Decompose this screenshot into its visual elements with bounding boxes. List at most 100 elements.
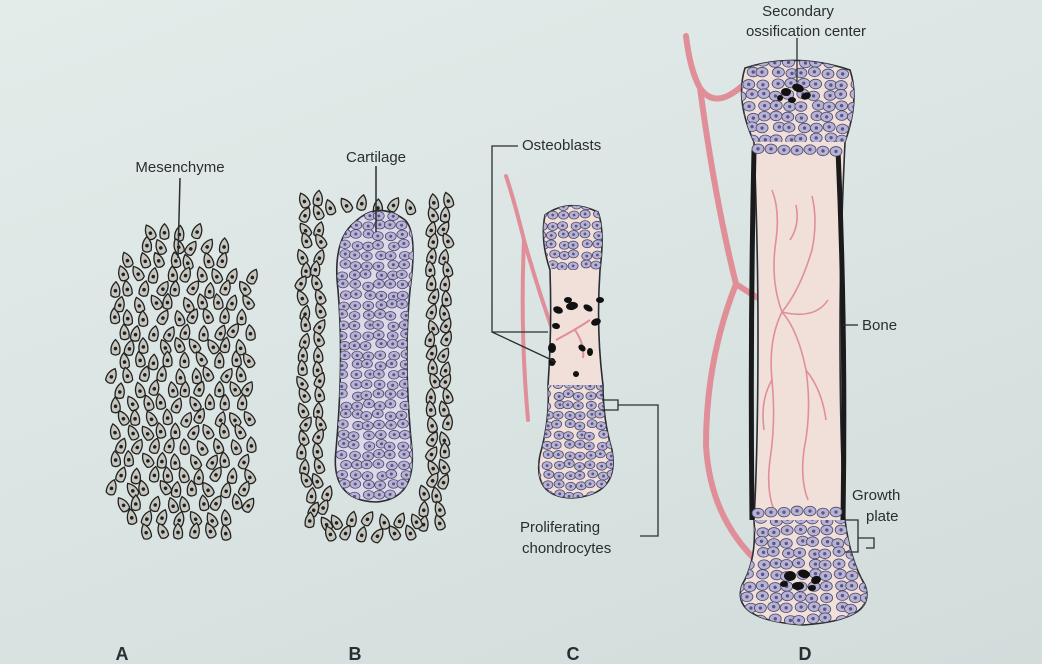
chondrocyte: [729, 547, 741, 557]
mesenchymal-cell: [131, 468, 141, 484]
chondrocyte: [757, 570, 769, 580]
chondrocyte: [361, 380, 372, 389]
chondrocyte: [847, 613, 859, 623]
chondrocyte: [557, 262, 567, 270]
panel-d-cortical-bone-left: [751, 150, 754, 520]
mesenchymal-cell: [403, 198, 416, 216]
chondrocyte: [385, 399, 396, 408]
panel-label-c: C: [567, 644, 580, 664]
chondrocyte: [387, 332, 398, 341]
mesenchymal-cell: [235, 366, 247, 383]
chondrocyte: [575, 440, 585, 448]
chondrocyte: [364, 399, 375, 408]
chondrocyte: [575, 462, 585, 470]
chondrocyte: [554, 480, 564, 488]
chondrocyte: [757, 57, 769, 67]
ossification-blob: [777, 95, 783, 101]
mesenchymal-cell: [124, 451, 134, 467]
mesenchymal-cell: [120, 251, 134, 269]
chondrocyte: [531, 432, 541, 440]
chondrocyte: [361, 460, 372, 469]
chondrocyte: [363, 301, 374, 310]
mesenchymal-cell: [148, 267, 160, 284]
chondrocyte: [596, 422, 606, 430]
mesenchymal-cell: [162, 409, 172, 425]
chondrocyte: [362, 472, 373, 481]
chondrocyte: [807, 614, 819, 624]
mesenchymal-cell: [309, 273, 323, 291]
chondrocyte: [543, 411, 553, 419]
chondrocyte: [349, 271, 360, 280]
chondrocyte: [375, 362, 386, 371]
chondrocyte: [398, 239, 409, 248]
chondrocyte: [747, 113, 759, 123]
chondrocyte: [349, 341, 360, 350]
mesenchymal-cell: [108, 423, 121, 440]
osteoblasts-label: Osteoblasts: [522, 137, 601, 154]
chondrocyte: [793, 558, 805, 568]
chondrocyte: [541, 430, 551, 438]
chondrocyte: [746, 89, 758, 99]
chondrocyte: [363, 480, 374, 489]
chondrocyte: [337, 420, 348, 429]
chondrocyte: [772, 79, 784, 89]
chondrocyte: [351, 370, 362, 379]
chondrocyte: [340, 291, 351, 300]
chondrocyte: [374, 280, 385, 289]
chondrocyte: [340, 229, 351, 238]
chondrocyte: [782, 112, 794, 122]
chondrocyte: [373, 460, 384, 469]
chondrocyte: [375, 430, 386, 439]
chondrocyte: [387, 381, 398, 390]
chondrocyte: [337, 470, 348, 479]
mesenchymal-cell: [130, 410, 140, 426]
chondrocyte: [770, 593, 782, 603]
chondrocyte: [599, 491, 609, 499]
chondrocyte: [349, 251, 360, 260]
chondrocyte: [821, 593, 833, 603]
chondrocyte: [830, 507, 842, 517]
mesenchymal-cell: [313, 347, 323, 363]
chondrocyte: [375, 481, 386, 490]
chondrocyte: [412, 222, 423, 231]
chondrocyte: [548, 222, 558, 230]
ossification-blob: [780, 581, 788, 587]
chondrocyte: [780, 539, 792, 549]
secondary-label-line1: Secondary: [762, 3, 834, 20]
chondrocyte: [412, 242, 423, 251]
chondrocyte: [754, 615, 766, 625]
chondrocyte: [386, 470, 397, 479]
chondrocyte: [573, 492, 583, 500]
chondrocyte: [385, 220, 396, 229]
chondrocyte: [823, 122, 835, 132]
chondrocyte: [565, 452, 575, 460]
chondrocyte: [339, 479, 350, 488]
chondrocyte: [859, 525, 871, 535]
chondrocyte: [340, 492, 351, 501]
ossification-blob: [781, 88, 791, 96]
chondrocyte: [336, 331, 347, 340]
chondrocyte: [586, 392, 596, 400]
chondrocyte: [385, 412, 396, 421]
chondrocyte: [810, 123, 822, 133]
chondrocyte: [586, 401, 596, 409]
chondrocyte: [350, 280, 361, 289]
chondrocyte: [565, 440, 575, 448]
chondrocyte: [532, 412, 542, 420]
chondrocyte: [833, 547, 845, 557]
chondrocyte: [339, 341, 350, 350]
chondrocyte: [529, 461, 539, 469]
chondrocyte: [824, 91, 836, 101]
mesenchymal-cell: [125, 423, 140, 441]
chondrocyte: [374, 380, 385, 389]
chondrocyte: [385, 280, 396, 289]
chondrocyte: [820, 571, 832, 581]
chondrocyte: [350, 301, 361, 310]
chondrocyte: [350, 451, 361, 460]
chondrocyte: [373, 331, 384, 340]
mesenchymal-cell: [241, 496, 257, 514]
chondrocyte: [543, 491, 553, 499]
chondrocyte: [412, 361, 423, 370]
chondrocyte: [542, 462, 552, 470]
mesenchymal-cell: [312, 457, 326, 475]
